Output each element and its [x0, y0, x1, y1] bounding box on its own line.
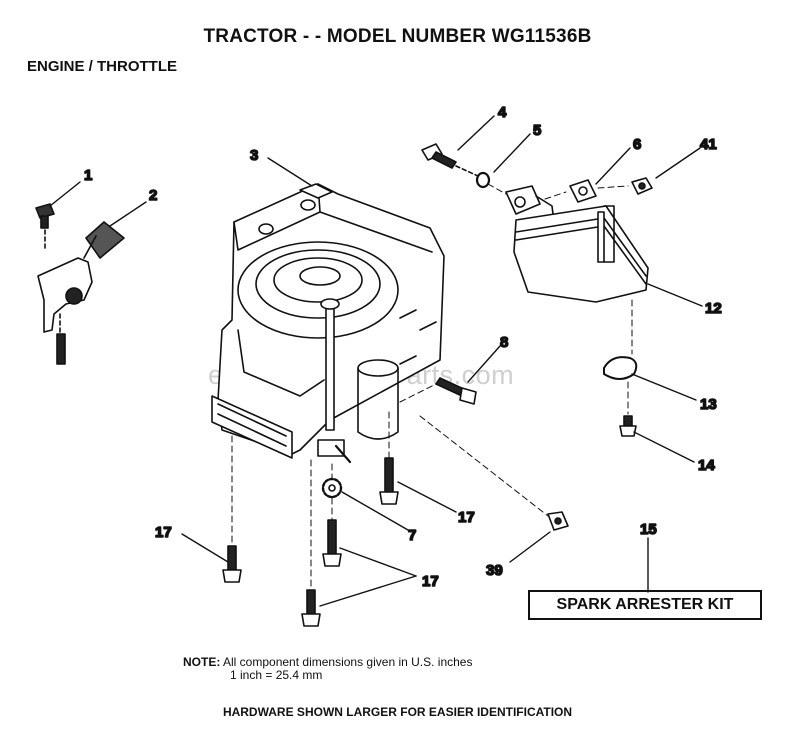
- section-subtitle: ENGINE / THROTTLE: [27, 58, 177, 75]
- note-label: NOTE:: [183, 655, 221, 669]
- gasket-part[interactable]: [569, 179, 597, 203]
- throttle-control-part[interactable]: [37, 221, 125, 365]
- callout-39: 39: [486, 562, 503, 579]
- callout-8: 8: [500, 334, 508, 351]
- engine-bolt-part-b[interactable]: [222, 545, 242, 583]
- heat-shield-clip-part[interactable]: [603, 356, 638, 380]
- note-line-2: 1 inch = 25.4 mm: [230, 668, 323, 682]
- callout-3: 3: [250, 147, 258, 164]
- alignment-lines: [231, 183, 633, 591]
- muffler-screw-part[interactable]: [619, 415, 637, 437]
- callout-1: 1: [84, 167, 92, 184]
- callout-14: 14: [698, 457, 715, 474]
- engine-part[interactable]: [211, 183, 445, 464]
- diagram-title: TRACTOR - - MODEL NUMBER WG11536B: [203, 26, 592, 47]
- bolt-part[interactable]: [421, 143, 479, 177]
- engine-bolt-part-d[interactable]: [301, 589, 321, 627]
- callout-15: 15: [640, 521, 657, 538]
- callout-6: 6: [633, 136, 641, 153]
- bolt-part-8[interactable]: [435, 377, 477, 405]
- nut-part-41[interactable]: [631, 177, 653, 195]
- leader-lines: [49, 115, 703, 607]
- nut-part-39[interactable]: [547, 511, 569, 531]
- callout-17-right: 17: [458, 509, 475, 526]
- callout-17-left: 17: [155, 524, 172, 541]
- callout-4: 4: [498, 104, 507, 121]
- callout-13: 13: [700, 396, 717, 413]
- muffler-part[interactable]: [505, 185, 649, 303]
- footer-text: HARDWARE SHOWN LARGER FOR EASIER IDENTIF…: [222, 705, 573, 719]
- callout-41: 41: [700, 136, 717, 153]
- callout-17-bottom: 17: [422, 573, 439, 590]
- lock-washer-part[interactable]: [321, 477, 343, 499]
- screw-part[interactable]: [35, 203, 55, 251]
- callout-5: 5: [533, 122, 541, 139]
- engine-bolt-part-a[interactable]: [379, 457, 399, 505]
- spark-arrester-kit-label[interactable]: SPARK ARRESTER KIT: [528, 590, 762, 620]
- callout-7: 7: [408, 527, 416, 544]
- note-line-1: All component dimensions given in U.S. i…: [223, 655, 473, 669]
- callout-2: 2: [149, 187, 157, 204]
- washer-part[interactable]: [475, 171, 491, 189]
- engine-bolt-part-c[interactable]: [322, 519, 342, 567]
- dimension-note: NOTE: All component dimensions given in …: [183, 656, 472, 682]
- callout-12: 12: [705, 300, 722, 317]
